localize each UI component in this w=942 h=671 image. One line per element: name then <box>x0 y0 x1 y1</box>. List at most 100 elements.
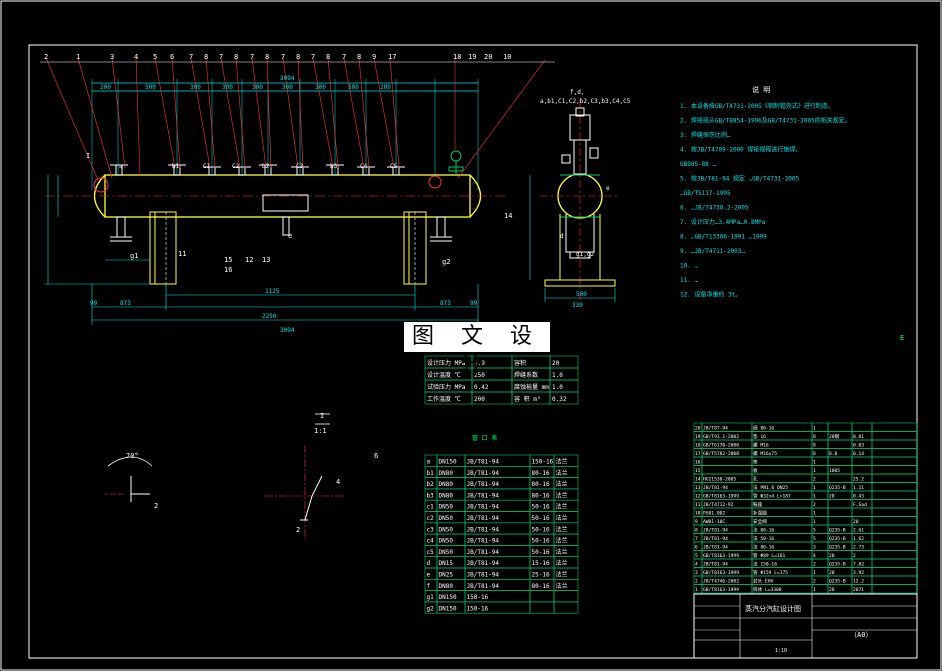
part-balloon: 7 <box>189 53 193 61</box>
design-table-value: 250 <box>474 372 485 379</box>
design-table-value: 200 <box>474 396 485 403</box>
bom-value: 12 <box>695 494 701 500</box>
bom-value: 14 <box>695 477 701 483</box>
nozzle-table-value: 80-16 <box>532 470 550 477</box>
bom-value: 3 <box>813 545 816 551</box>
top-dimension: 300 <box>315 84 326 91</box>
part-balloon: 2 <box>44 53 48 61</box>
bom-value: 阀 80-16 <box>753 425 774 432</box>
bom-value: 7.82 <box>853 562 864 568</box>
nozzle-table-value: JB/T81-94 <box>467 515 500 522</box>
side-view-mark: f,d, <box>570 89 584 96</box>
bom-value: HG21530-2005 <box>703 477 736 483</box>
note-line: 8. …GB/T13306-1991 …1999 <box>680 234 767 241</box>
bom-value: 1 <box>695 587 698 593</box>
nozzle-mark: C4 <box>360 163 368 170</box>
bom-value: Q235-B <box>829 485 846 491</box>
side-view-mark: g1,g2 <box>576 251 594 258</box>
nozzle-table-value: 15-16 <box>532 560 550 567</box>
bom-value: JB/T81-94 <box>703 545 728 551</box>
bom-value: 20 <box>853 519 859 525</box>
nozzle-table-value: 25-16 <box>532 572 550 579</box>
bom-value: GB/T8163-1999 <box>703 570 739 576</box>
bom-cell <box>871 507 918 517</box>
design-table-value: 0.42 <box>474 384 489 391</box>
bottom-dimension: 99 <box>470 300 478 307</box>
part-balloon: 3 <box>110 53 114 61</box>
detail-title-I: I <box>320 412 324 420</box>
bom-cell <box>871 490 918 500</box>
note-line: 2. 焊接接头GB/T8854-1996及GB/T4731-2005的相关规定。 <box>680 117 851 125</box>
nozzle-table-value: 法兰 <box>556 469 568 477</box>
bom-value: Q235-B <box>829 562 846 568</box>
bom-value: 0.43 <box>853 494 864 500</box>
bom-value: 8 <box>813 451 816 457</box>
nozzle-table-value: 法兰 <box>556 503 568 511</box>
bom-cell <box>827 473 853 483</box>
bom-value: 管 Φ89 L=161 <box>753 552 785 559</box>
bom-value: GB/T5782-2000 <box>703 451 739 457</box>
part-balloon: 5 <box>153 53 157 61</box>
bom-value: GB/T8163-1999 <box>703 587 739 593</box>
nozzle-table-value: 150-16 <box>467 605 489 612</box>
bom-value: 0.03 <box>853 443 864 449</box>
bom-cell <box>871 473 918 483</box>
side-view-mark: e <box>606 185 610 192</box>
bom-value: 20 <box>829 587 835 593</box>
nozzle-table-value: 法兰 <box>556 491 568 499</box>
bom-value: 16 <box>695 460 701 466</box>
bottom-nozzle-label: g2 <box>442 258 450 266</box>
bom-value: 1.62 <box>853 536 864 542</box>
detail-ref-label: I <box>86 152 90 160</box>
design-table-value: 试验压力 MPa <box>427 383 466 391</box>
bom-cell <box>871 422 918 432</box>
bom-value: 5 <box>695 553 698 559</box>
bom-cell <box>827 439 853 449</box>
design-table-value: 20 <box>552 360 560 367</box>
part-balloon: 19 <box>468 53 476 61</box>
nozzle-table-value: 50-16 <box>532 515 550 522</box>
bottom-dimension: 873 <box>120 300 131 307</box>
drawing-scale: 1:10 <box>775 648 787 654</box>
nozzle-table-value: DN50 <box>439 515 454 522</box>
part-balloon: 18 <box>453 53 461 61</box>
bom-value: 补强圈 <box>753 510 767 517</box>
title-block <box>693 593 918 659</box>
note-line: 4. 按JB/T4709-2000 焊接规程进行施焊。 <box>680 146 801 154</box>
design-table-cell <box>549 391 579 405</box>
design-table-value: 容 积 m³ <box>514 395 540 403</box>
bom-value: 1 <box>813 494 816 500</box>
bom-value: 4 <box>695 562 698 568</box>
nozzle-table-value: 法兰 <box>556 571 568 579</box>
bom-value: 6 <box>695 545 698 551</box>
part-balloon: 8 <box>326 53 330 61</box>
nozzle-table-value: g2 <box>427 605 435 612</box>
bom-value: JB/T81-94 <box>703 528 728 534</box>
technical-notes: 说 明 1. 本设备按GB/T4731-2005《钢制管壳式》进行制造。2. 焊… <box>680 85 851 299</box>
bom-value: 9 <box>695 519 698 525</box>
note-line: 3. 焊缝探伤比例… <box>680 131 731 139</box>
bom-value: 20钢 <box>829 433 840 440</box>
detail-dim-d: 6 <box>374 452 378 460</box>
bom-value: 10 <box>695 511 701 517</box>
bom-value: 2 <box>853 553 856 559</box>
bom-value: PS01.002 <box>703 511 725 517</box>
part-balloon: 7 <box>311 53 315 61</box>
nozzle-table-value: JB/T81-94 <box>467 492 500 499</box>
bom-cell <box>851 507 873 517</box>
side-dimension: 500 <box>576 291 587 298</box>
nozzle-table-value: c2 <box>427 515 435 522</box>
nameplate <box>262 194 309 212</box>
nozzle-table-value: 50-16 <box>532 538 550 545</box>
bom-value: 5 <box>813 536 816 542</box>
nozzle-table-value: DN150 <box>439 459 457 466</box>
bom-value: 螺 M16x75 <box>753 450 777 457</box>
detail-scale: 1:1 <box>314 427 327 435</box>
nozzle-table-value: b1 <box>427 470 435 477</box>
nozzle-table-value: d <box>427 560 431 567</box>
nozzle-table-value: JB/T81-94 <box>467 538 500 545</box>
